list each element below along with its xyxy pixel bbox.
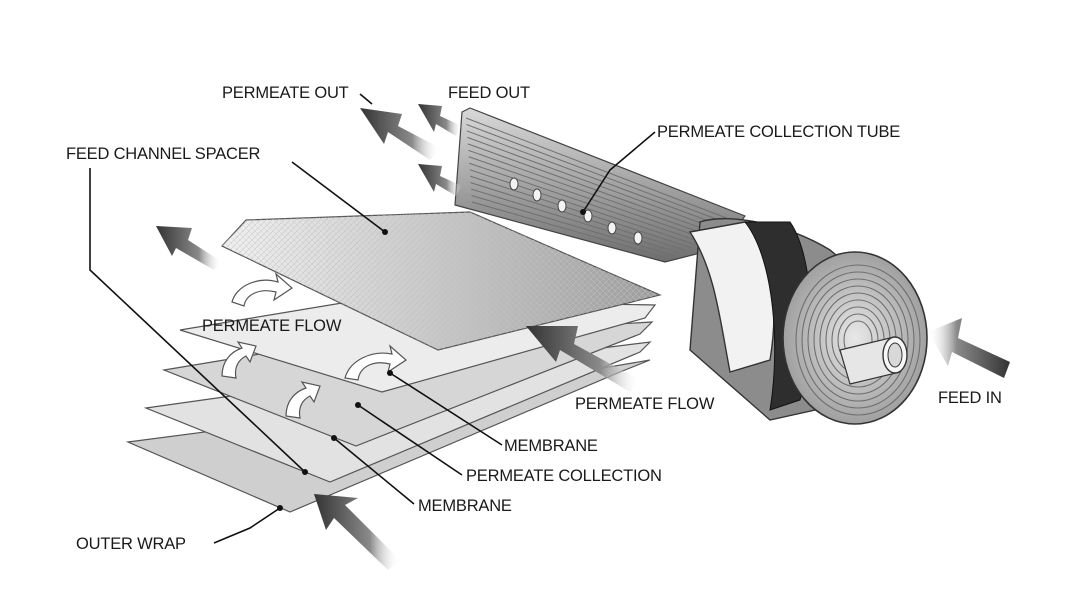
feed-in-arrow [928, 318, 1010, 378]
label-feed-out: FEED OUT [448, 84, 530, 102]
label-permeate-collection-tube: PERMEATE COLLECTION TUBE [657, 123, 900, 141]
label-feed-channel-spacer: FEED CHANNEL SPACER [66, 145, 261, 163]
leader-lines [89, 93, 656, 544]
tube-holes [509, 177, 643, 245]
label-permeate-flow-center: PERMEATE FLOW [575, 395, 715, 413]
label-membrane-upper: MEMBRANE [504, 437, 598, 455]
label-membrane-lower: MEMBRANE [418, 497, 512, 515]
center-pipe [839, 336, 908, 385]
sheet-permeate-exit-arrow [156, 226, 222, 270]
permeate-flow-center-arrow [526, 326, 640, 392]
feed-channel-spacer-sheet [221, 211, 662, 351]
label-permeate-flow-left: PERMEATE FLOW [202, 317, 342, 335]
feed-out-arrow-lower [418, 164, 462, 196]
outer-wrap-feed-arrow [314, 494, 400, 570]
spiral-wound-element [688, 217, 928, 425]
label-feed-in: FEED IN [938, 389, 1002, 407]
label-permeate-out: PERMEATE OUT [222, 84, 349, 102]
label-permeate-collection: PERMEATE COLLECTION [466, 467, 662, 485]
feed-out-arrow-upper [418, 104, 462, 136]
label-outer-wrap: OUTER WRAP [76, 535, 186, 553]
permeate-out-arrow [360, 108, 440, 160]
curved-flow-arrows [221, 272, 407, 419]
